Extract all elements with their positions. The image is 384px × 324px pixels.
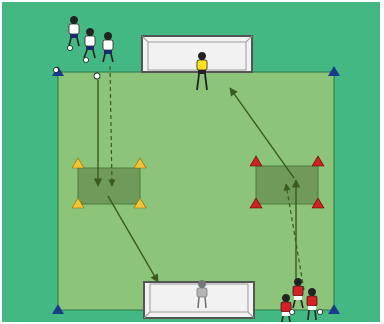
ball — [290, 310, 295, 315]
ball — [84, 58, 89, 63]
ball — [318, 310, 323, 315]
ball — [68, 46, 73, 51]
ball — [94, 73, 100, 79]
ball — [54, 68, 59, 73]
